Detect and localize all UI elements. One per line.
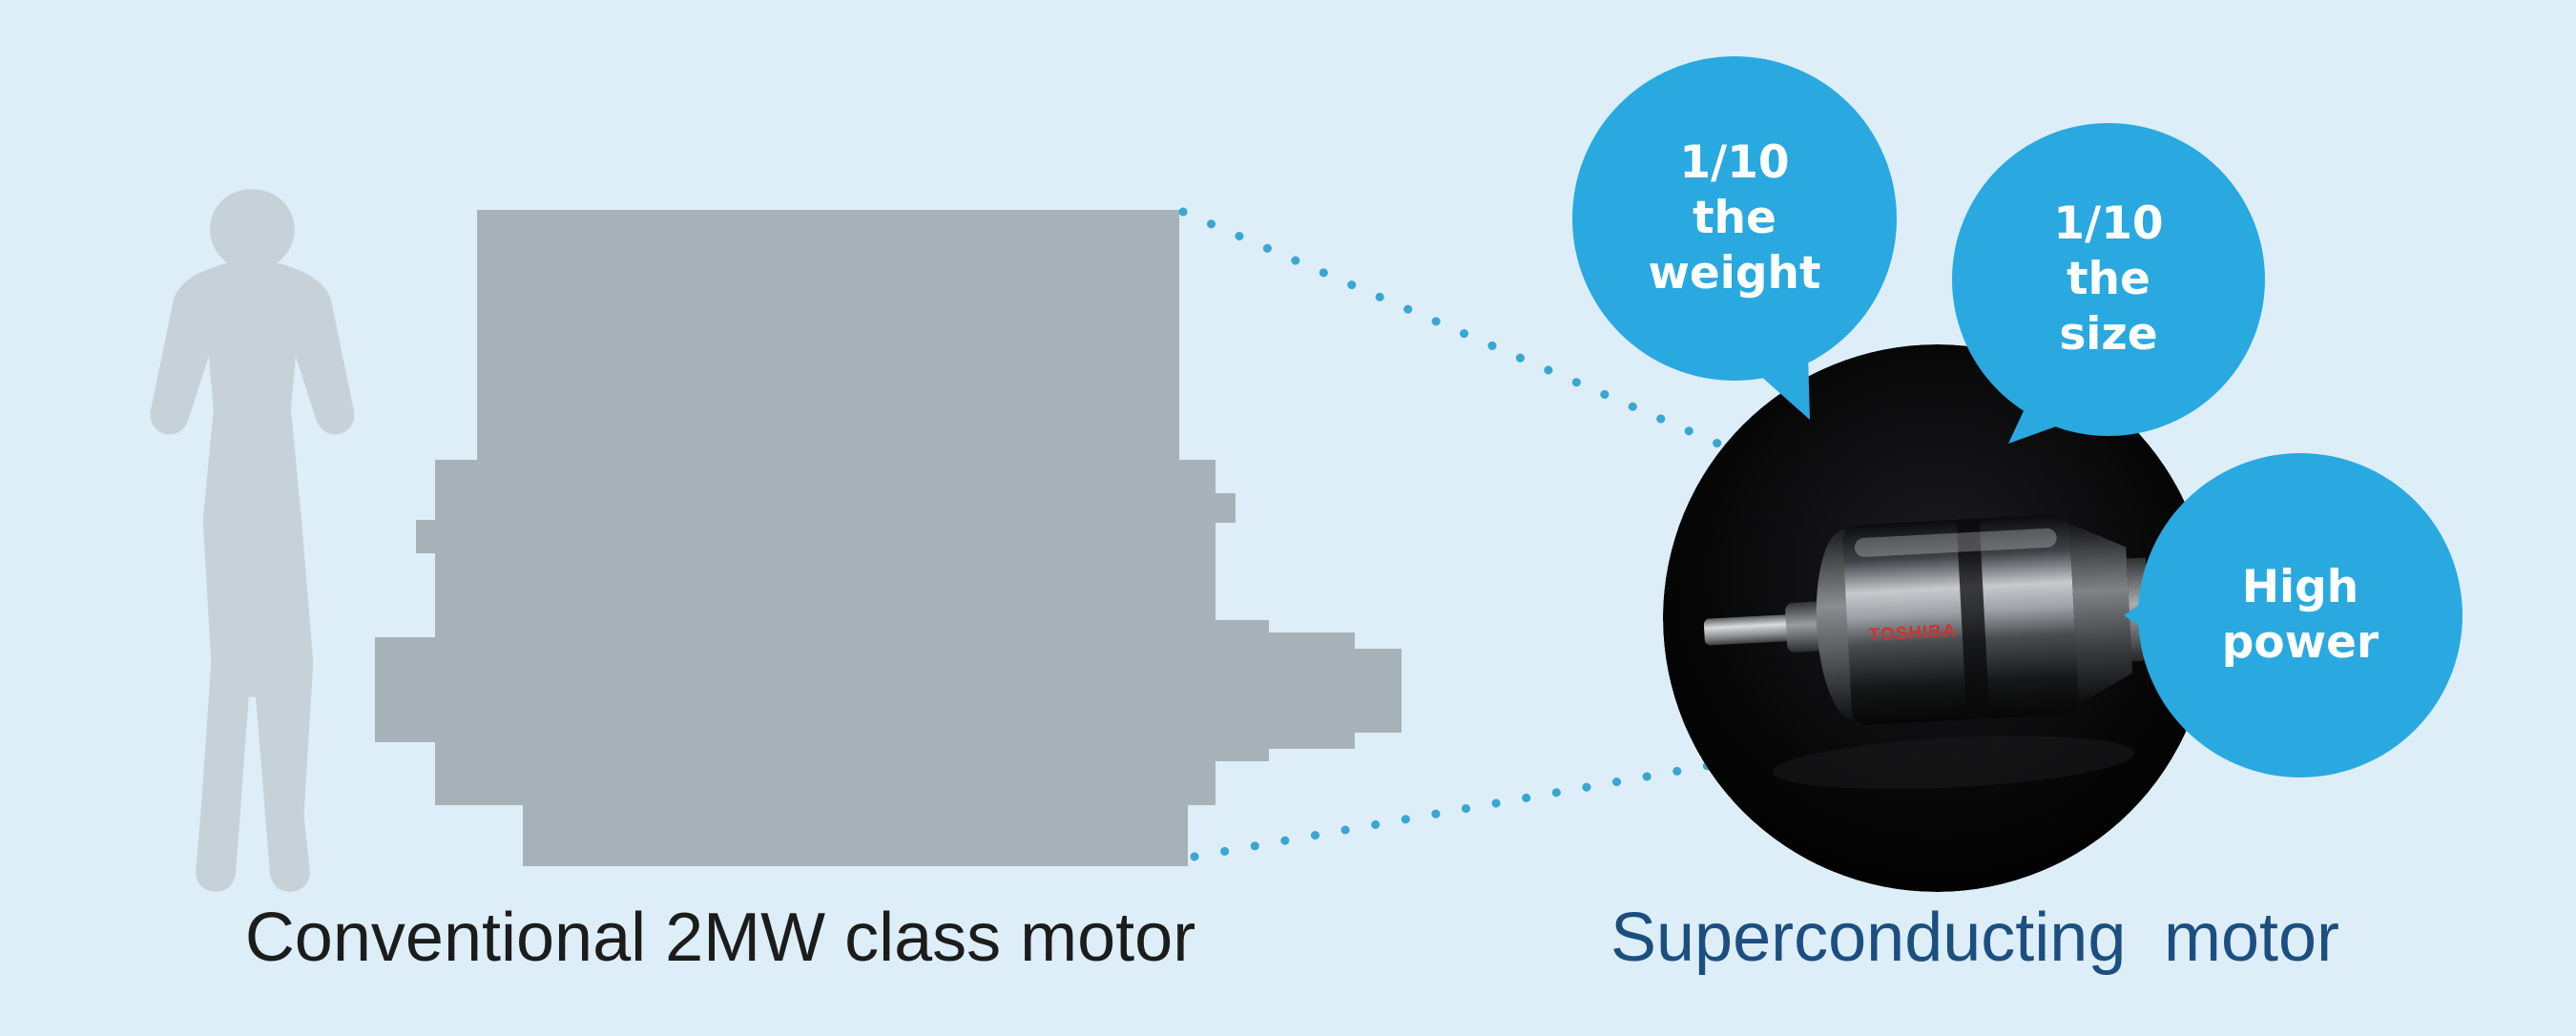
bubble-weight-line-1: 1/10 — [1679, 135, 1790, 189]
photo-floor-shadow — [1773, 736, 2135, 790]
bubble-power-line-1: High — [2241, 560, 2359, 613]
motor-brand-text: TOSHIBA — [1868, 621, 1957, 646]
person-silhouette — [150, 189, 355, 892]
motor-word: motor — [2163, 900, 2340, 976]
bubble-size-line-3: size — [2059, 308, 2158, 362]
bubble-weight-line-3: weight — [1648, 247, 1821, 300]
benefit-bubble-size: 1/10 the size — [1952, 123, 2265, 436]
bubble-size-line-1: 1/10 — [2053, 197, 2164, 250]
benefit-bubble-power: High power — [2138, 453, 2462, 777]
motor-body-highlight — [1854, 528, 2057, 557]
bubble-power-line-2: power — [2221, 616, 2379, 669]
dotted-line-top — [1178, 207, 1919, 533]
bubble-weight-line-2: the — [1693, 191, 1776, 244]
motor-rear-taper — [2068, 523, 2133, 705]
motor-body-band — [1956, 518, 1990, 720]
conventional-motor-silhouette — [375, 210, 1402, 866]
superconducting-word: Superconducting — [1610, 900, 2127, 976]
motor-body-cylinder — [1842, 514, 2079, 725]
benefit-bubble-weight: 1/10 the weight — [1572, 56, 1897, 381]
superconducting-motor-label: Superconducting motor — [1479, 899, 2471, 977]
bubble-size-line-2: the — [2067, 252, 2150, 305]
conventional-motor-label: Conventional 2MW class motor — [244, 900, 1196, 976]
